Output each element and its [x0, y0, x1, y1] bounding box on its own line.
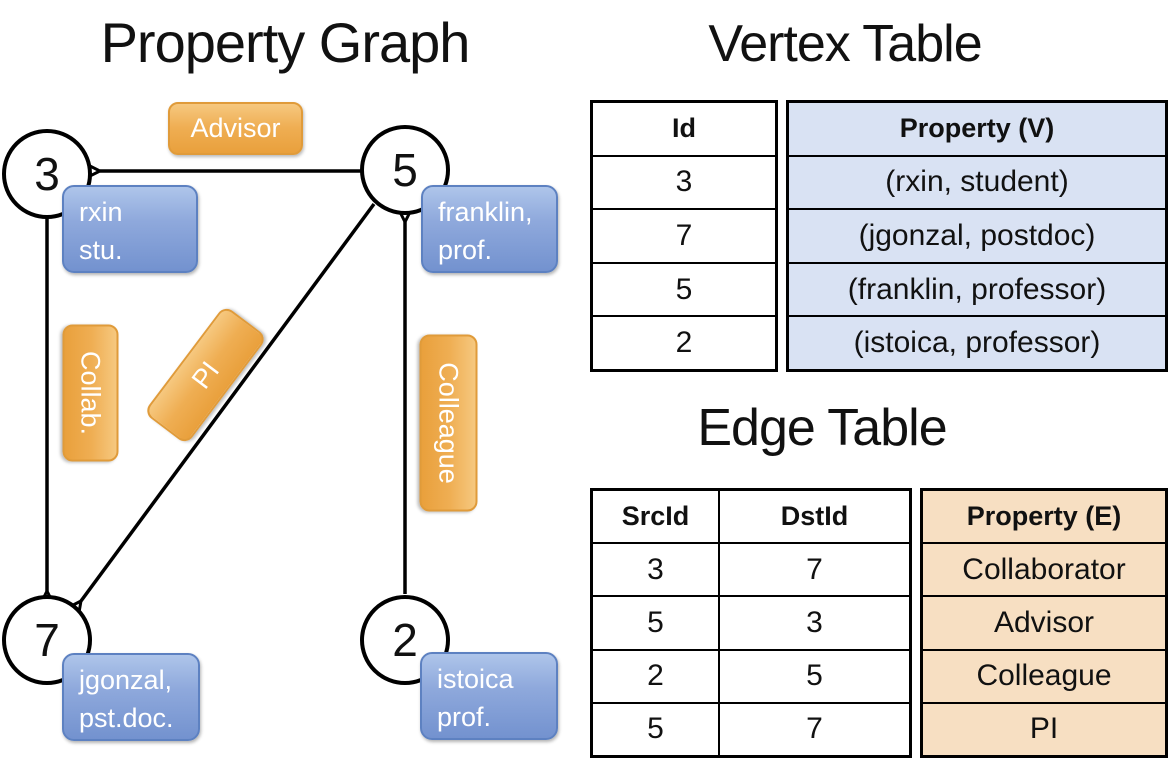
vertex-table-property-cell: (franklin, professor) [789, 263, 1165, 316]
edge-table-src-cell: 2 [647, 659, 664, 693]
vertex-table: Id 3 7 5 2 Property (V) (rxin, student) … [590, 100, 1168, 372]
vertex-property-line1: jgonzal, [79, 665, 173, 695]
vertex-property-line1: franklin, [438, 197, 533, 227]
vertex-table-id-cell: 5 [675, 272, 693, 306]
vertex-table-id-cell: 2 [675, 326, 693, 360]
edge-pi-5-to-7 [81, 202, 376, 601]
vertex-table-id-column: Id 3 7 5 2 [590, 100, 778, 372]
edge-table-header-srcid: SrcId [621, 501, 690, 532]
vertex-node-2-id: 2 [392, 614, 418, 666]
vertex-table-header-id: Id [672, 113, 696, 144]
vertex-property-line1: rxin [79, 197, 123, 227]
edge-table-src-cell: 3 [647, 552, 664, 586]
edge-table-header-property: Property (E) [923, 491, 1165, 543]
edge-label-collab: Collab. [62, 324, 119, 462]
vertex-node-7-id: 7 [34, 614, 60, 666]
edge-table-property-cell: Advisor [923, 597, 1165, 649]
edge-table-src-cell: 5 [647, 606, 664, 639]
graph-edges-layer [0, 0, 590, 760]
vertex-property-line2: prof. [438, 235, 493, 265]
vertex-property-box-franklin: franklin, prof. [421, 185, 558, 273]
vertex-table-property-column: Property (V) (rxin, student) (jgonzal, p… [786, 100, 1168, 372]
edge-table-property-column: Property (E) Collaborator Advisor Collea… [920, 488, 1168, 758]
edge-table-property-cell: Collaborator [923, 544, 1165, 596]
vertex-property-line2: prof. [437, 702, 492, 732]
vertex-property-line2: pst.doc. [79, 703, 174, 733]
edge-label-advisor: Advisor [168, 102, 303, 155]
vertex-table-id-cell: 3 [675, 165, 693, 199]
vertex-table-property-cell: (rxin, student) [789, 156, 1165, 209]
vertex-table-id-cell: 7 [675, 218, 693, 252]
edge-table: SrcId DstId 3 7 5 3 2 5 5 7 Property (E)… [590, 488, 1168, 758]
vertex-property-box-rxin: rxin stu. [62, 185, 198, 273]
vertex-table-property-cell: (istoica, professor) [789, 317, 1165, 369]
edge-label-colleague: Colleague [419, 334, 478, 512]
vertex-node-3-id: 3 [34, 148, 60, 200]
edge-table-header-dstid: DstId [718, 491, 909, 543]
edge-table-dst-cell: 7 [718, 544, 909, 596]
edge-table-ids-columns: SrcId DstId 3 7 5 3 2 5 5 7 [590, 488, 912, 758]
edge-table-dst-cell: 3 [718, 597, 909, 649]
vertex-property-box-istoica: istoica prof. [420, 652, 558, 740]
property-graph-title: Property Graph [100, 11, 471, 74]
vertex-node-2: 2 [360, 595, 450, 685]
vertex-property-line2: stu. [79, 235, 123, 265]
vertex-node-5-id: 5 [392, 144, 418, 196]
edge-table-dst-cell: 5 [718, 650, 909, 702]
vertex-table-header-property: Property (V) [789, 103, 1165, 155]
vertex-table-title: Vertex Table [708, 15, 982, 73]
vertex-property-box-jgonzal: jgonzal, pst.doc. [62, 653, 200, 741]
edge-table-property-cell: Colleague [923, 650, 1165, 702]
edge-table-src-cell: 5 [647, 712, 664, 746]
edge-table-property-cell: PI [923, 703, 1165, 756]
edge-table-title: Edge Table [697, 399, 947, 457]
vertex-table-property-cell: (jgonzal, postdoc) [789, 210, 1165, 262]
vertex-property-line1: istoica [437, 664, 514, 694]
edge-table-dst-cell: 7 [718, 703, 909, 756]
